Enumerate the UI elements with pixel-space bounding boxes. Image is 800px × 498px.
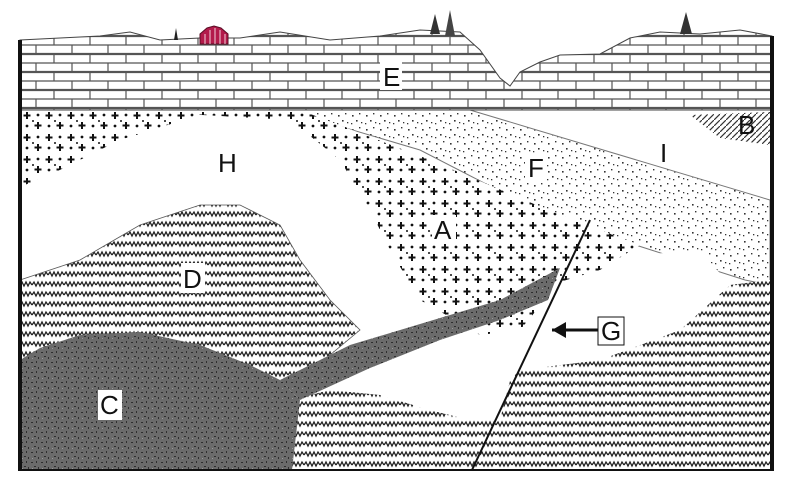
svg-text:D: D	[183, 264, 202, 294]
layer-a	[20, 110, 640, 335]
arrow-to-g	[552, 322, 598, 338]
svg-text:E: E	[383, 62, 400, 92]
label-i: I	[660, 138, 667, 168]
label-a: A	[432, 215, 456, 245]
label-g: G	[597, 316, 625, 346]
layer-d-lower	[290, 390, 490, 470]
layer-d-right	[470, 280, 770, 470]
svg-text:A: A	[434, 215, 452, 245]
intrusion-dike	[280, 268, 560, 400]
svg-text:F: F	[528, 153, 544, 183]
layer-c	[20, 332, 300, 470]
svg-text:B: B	[738, 110, 755, 140]
barn-icon	[199, 25, 229, 45]
label-f: F	[525, 153, 547, 183]
fault-block-white-right	[520, 250, 730, 370]
svg-text:I: I	[660, 138, 667, 168]
label-c: C	[98, 390, 122, 420]
label-b: B	[738, 110, 755, 140]
label-h: H	[218, 148, 237, 178]
label-e: E	[380, 62, 402, 92]
fault-line	[471, 219, 591, 471]
pine-tree-icon	[174, 10, 692, 40]
layer-b	[690, 112, 770, 145]
svg-text:C: C	[100, 390, 119, 420]
layer-h	[25, 115, 410, 300]
label-d: D	[181, 263, 205, 294]
svg-text:H: H	[218, 148, 237, 178]
layer-f	[284, 109, 771, 286]
fault-block-white	[380, 342, 520, 420]
svg-text:G: G	[601, 316, 621, 346]
